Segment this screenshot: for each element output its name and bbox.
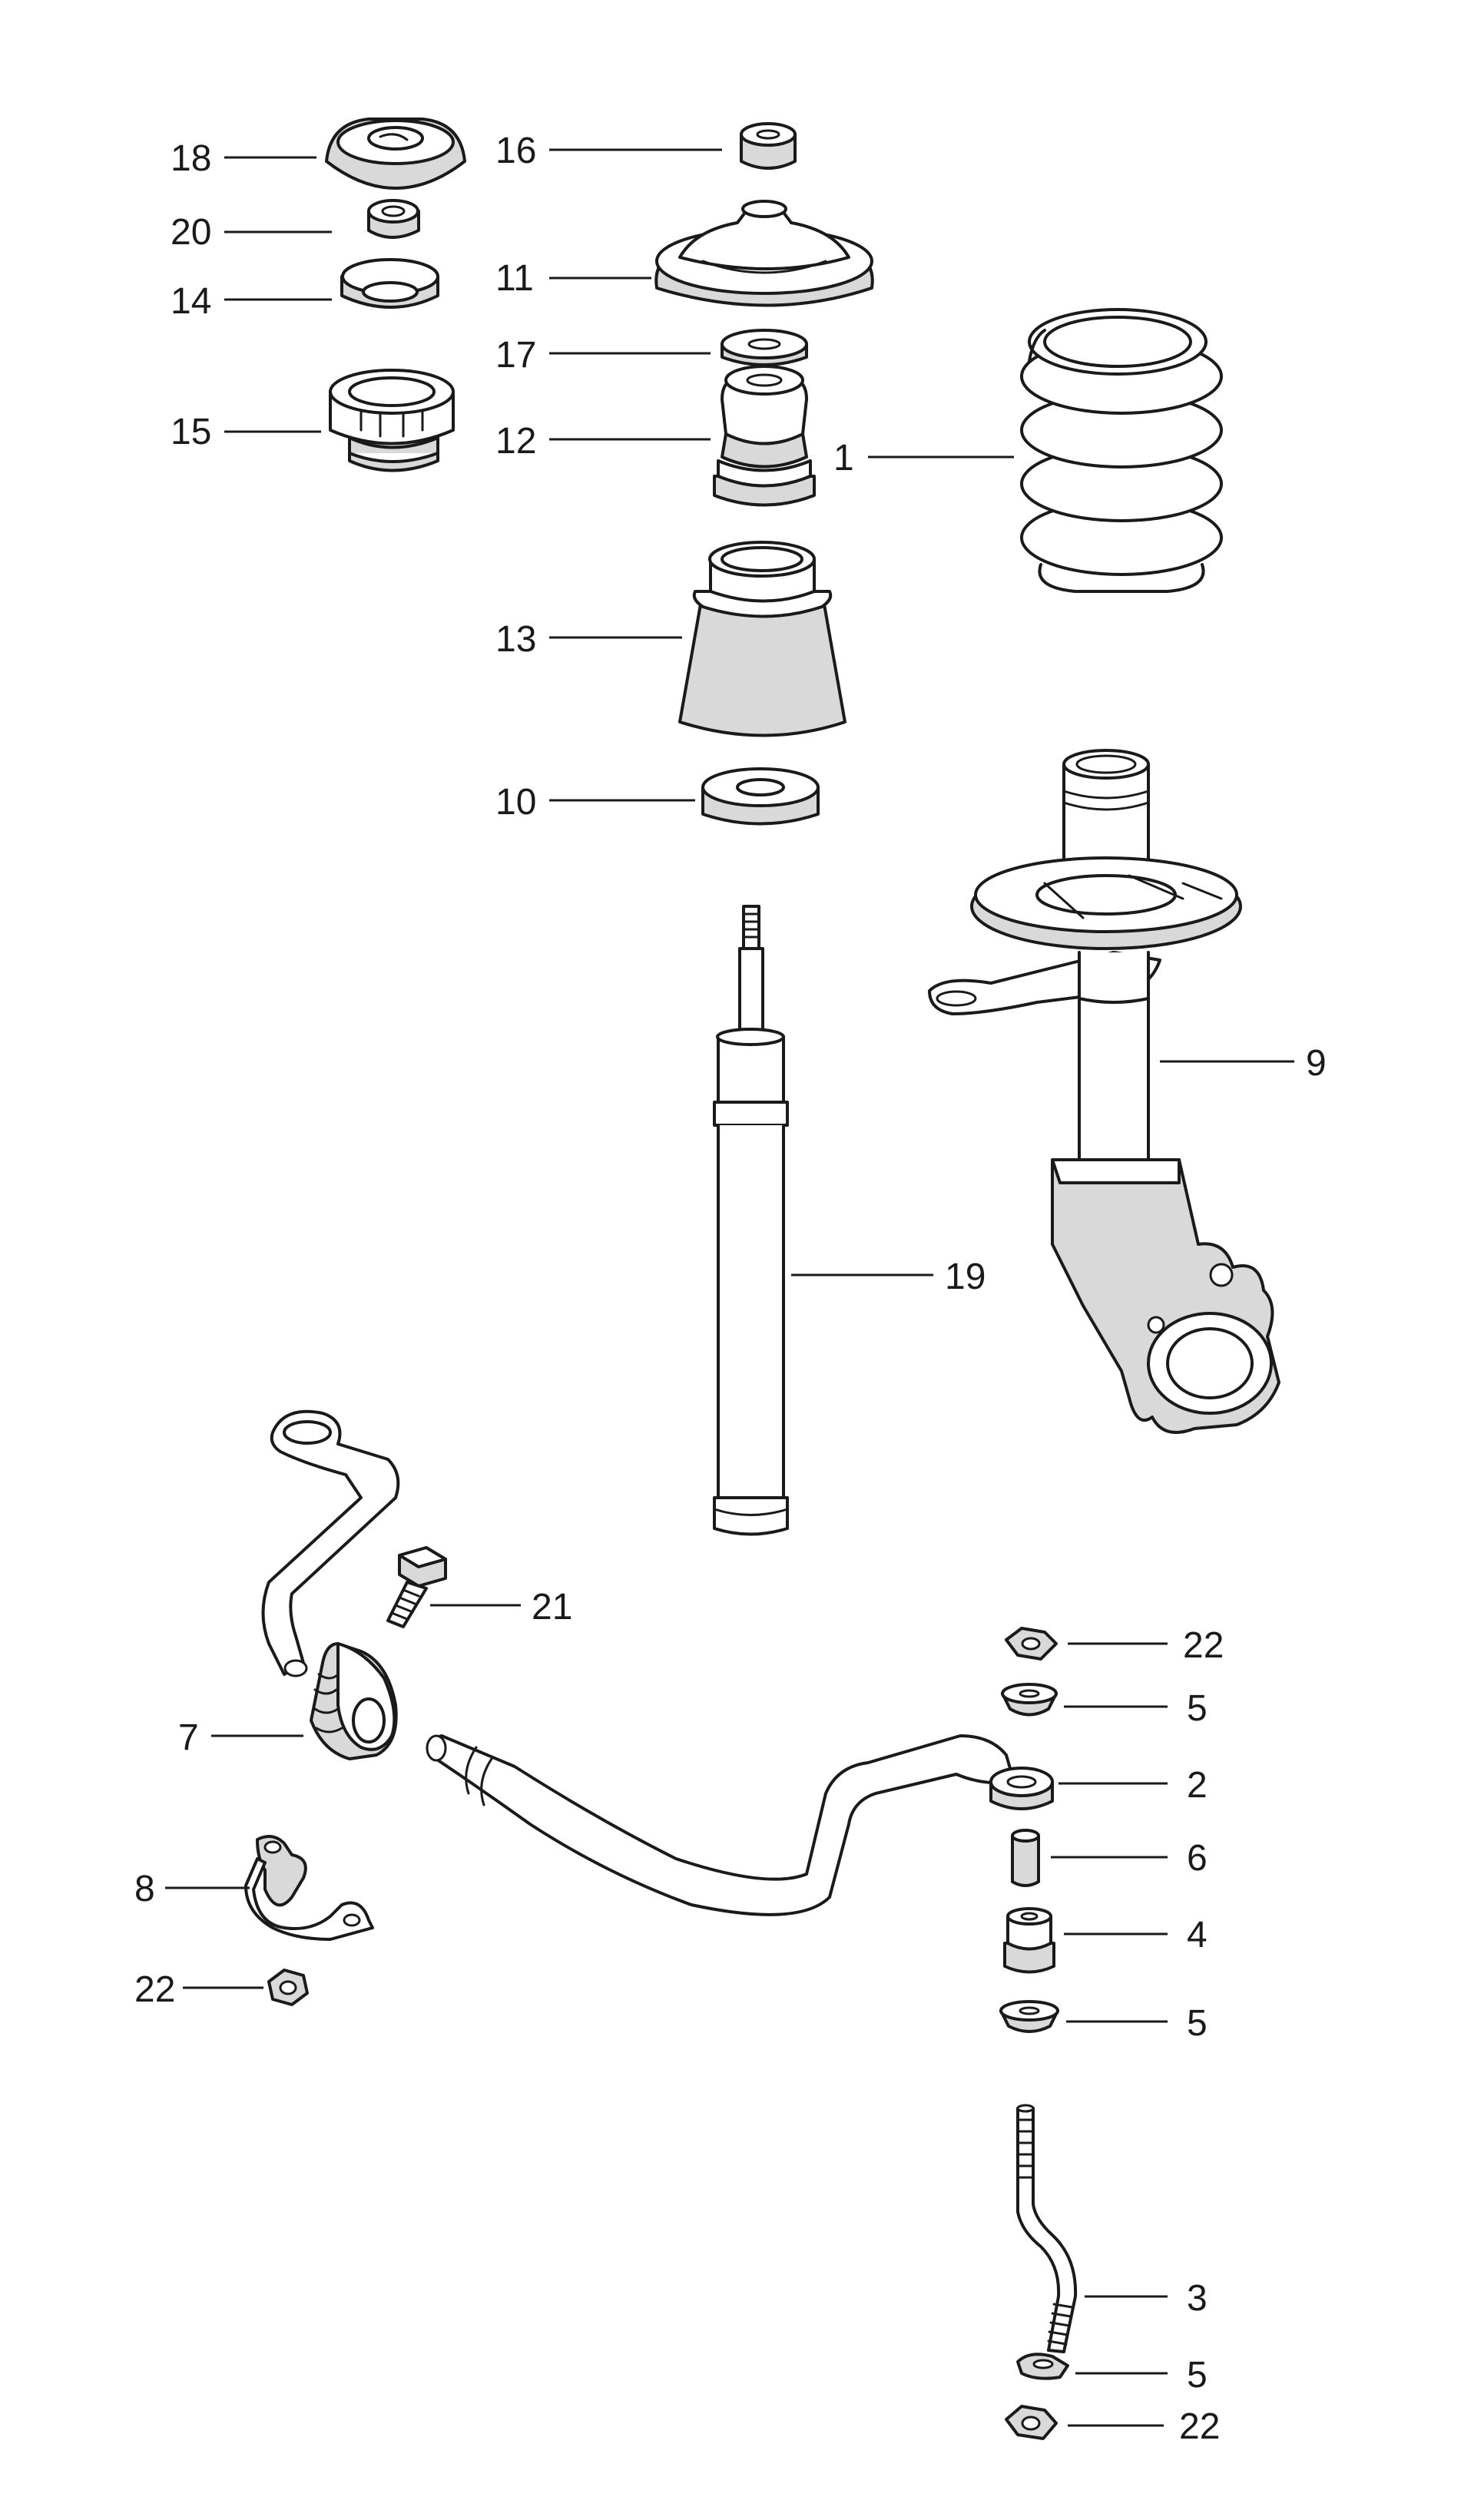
part-7-stabilizer-bushing xyxy=(310,1642,398,1760)
callout-label-22-left: 22 xyxy=(134,1969,175,2010)
part-9-strut-housing xyxy=(928,749,1280,1434)
callout-label-17: 17 xyxy=(495,335,536,376)
callout-label-5-top: 5 xyxy=(1187,1688,1208,1729)
callout-label-13: 13 xyxy=(495,619,536,660)
callout-label-5-middle: 5 xyxy=(1187,2003,1208,2044)
callout-17: 17 xyxy=(495,335,711,376)
callout-label-16: 16 xyxy=(495,131,536,171)
callout-label-22-bottom: 22 xyxy=(1179,2406,1220,2447)
part-18-strut-mount xyxy=(325,118,466,190)
callout-label-9: 9 xyxy=(1306,1043,1327,1084)
callout-5-middle: 5 xyxy=(1066,2003,1208,2044)
callout-label-6: 6 xyxy=(1187,1838,1208,1879)
part-4-rubber-bushing xyxy=(1003,1907,1055,1974)
part-6-sleeve xyxy=(1011,1829,1040,1887)
callout-9: 9 xyxy=(1160,1043,1327,1084)
part-22-nut-top xyxy=(1005,1627,1058,1661)
callout-12: 12 xyxy=(495,421,711,462)
callout-16: 16 xyxy=(495,131,722,171)
callout-15: 15 xyxy=(171,412,321,452)
callout-label-10: 10 xyxy=(495,782,536,823)
part-5-washer-top xyxy=(1001,1683,1058,1717)
part-11-top-cover xyxy=(654,200,874,307)
part-19-shock-absorber xyxy=(713,905,789,1536)
part-21-bolt xyxy=(386,1546,447,1628)
callout-label-7: 7 xyxy=(178,1717,199,1758)
callout-22-bottom: 22 xyxy=(1068,2406,1220,2447)
callout-label-1: 1 xyxy=(833,438,854,479)
callout-label-11: 11 xyxy=(495,258,534,299)
callout-10: 10 xyxy=(495,782,695,823)
part-5-washer-bottom xyxy=(1016,2353,1069,2380)
callout-1: 1 xyxy=(833,438,1014,479)
callout-label-19: 19 xyxy=(945,1257,986,1297)
callout-label-14: 14 xyxy=(171,281,211,322)
callout-7: 7 xyxy=(178,1717,303,1758)
callout-label-15: 15 xyxy=(171,412,211,452)
callout-label-5-bottom: 5 xyxy=(1187,2355,1208,2396)
callout-13: 13 xyxy=(495,619,682,660)
part-5-washer-middle xyxy=(999,2000,1059,2033)
callout-18: 18 xyxy=(171,138,316,179)
callout-label-4: 4 xyxy=(1187,1915,1208,1955)
callout-label-8: 8 xyxy=(134,1869,155,1909)
part-16-bushing xyxy=(740,122,797,170)
part-10-bearing xyxy=(701,767,820,826)
callout-5-bottom: 5 xyxy=(1075,2355,1208,2396)
callout-label-12: 12 xyxy=(495,421,536,462)
part-17-washer xyxy=(721,329,808,366)
part-12-bump-stop xyxy=(713,365,816,507)
callout-22-top: 22 xyxy=(1068,1625,1224,1666)
part-22-nut-left xyxy=(267,1969,309,2006)
part-1-coil-spring xyxy=(1020,308,1223,593)
callout-6: 6 xyxy=(1051,1838,1208,1879)
part-22-nut-bottom xyxy=(1005,2405,1058,2440)
callout-label-20: 20 xyxy=(171,212,211,253)
part-13-protective-boot xyxy=(678,541,846,737)
callout-label-18: 18 xyxy=(171,138,211,179)
callout-5-top: 5 xyxy=(1064,1688,1208,1729)
callout-label-22-top: 22 xyxy=(1183,1625,1224,1666)
callout-2: 2 xyxy=(1058,1765,1208,1806)
callout-label-3: 3 xyxy=(1187,2278,1208,2319)
callout-14: 14 xyxy=(171,281,332,322)
part-20-nut xyxy=(367,199,420,239)
part-3-link-rod xyxy=(1016,2104,1078,2353)
callout-21: 21 xyxy=(430,1587,572,1628)
callout-3: 3 xyxy=(1085,2278,1208,2319)
callout-4: 4 xyxy=(1064,1915,1208,1955)
part-15-bushing xyxy=(329,369,455,472)
stabilizer-bar xyxy=(261,1409,1054,1916)
callout-label-21: 21 xyxy=(532,1587,572,1628)
part-8-clamp xyxy=(244,1835,374,1941)
part-14-washer xyxy=(340,258,439,309)
callout-20: 20 xyxy=(171,212,332,253)
callout-22-left: 22 xyxy=(134,1969,263,2010)
callout-11: 11 xyxy=(495,258,651,299)
callout-label-2: 2 xyxy=(1187,1765,1208,1806)
callout-8: 8 xyxy=(134,1869,250,1909)
callout-19: 19 xyxy=(791,1257,986,1297)
